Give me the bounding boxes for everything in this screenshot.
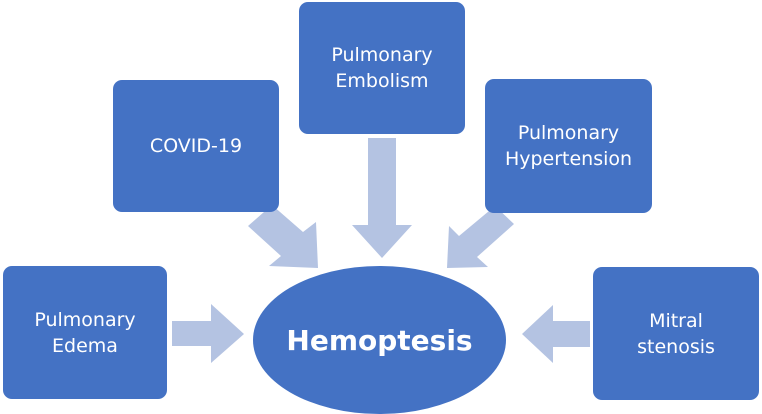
arrow-covid-19-to-hemoptesis xyxy=(248,205,318,268)
center-label: Hemoptesis xyxy=(286,323,473,357)
cause-label-mitral-stenosis: Mitral stenosis xyxy=(637,309,715,358)
cause-box-mitral-stenosis: Mitral stenosis xyxy=(593,267,759,400)
arrow-pulmonary-edema-to-hemoptesis xyxy=(172,304,244,363)
cause-box-pulmonary-embolism: Pulmonary Embolism xyxy=(299,2,465,134)
arrow-pulmonary-hypertension-to-hemoptesis xyxy=(447,206,514,268)
arrow-pulmonary-embolism-to-hemoptesis xyxy=(352,138,412,258)
cause-box-pulmonary-edema: Pulmonary Edema xyxy=(3,266,167,399)
cause-label-covid-19: COVID-19 xyxy=(149,135,243,157)
cause-box-covid-19: COVID-19 xyxy=(113,80,279,212)
cause-label-pulmonary-hypertension: Pulmonary Hypertension xyxy=(504,122,633,170)
cause-label-pulmonary-embolism: Pulmonary Embolism xyxy=(331,44,433,92)
center-ellipse-hemoptesis: Hemoptesis xyxy=(253,266,506,414)
arrow-mitral-stenosis-to-hemoptesis xyxy=(522,305,590,363)
cause-label-pulmonary-edema: Pulmonary Edema xyxy=(34,308,136,357)
cause-box-pulmonary-hypertension: Pulmonary Hypertension xyxy=(485,79,652,213)
